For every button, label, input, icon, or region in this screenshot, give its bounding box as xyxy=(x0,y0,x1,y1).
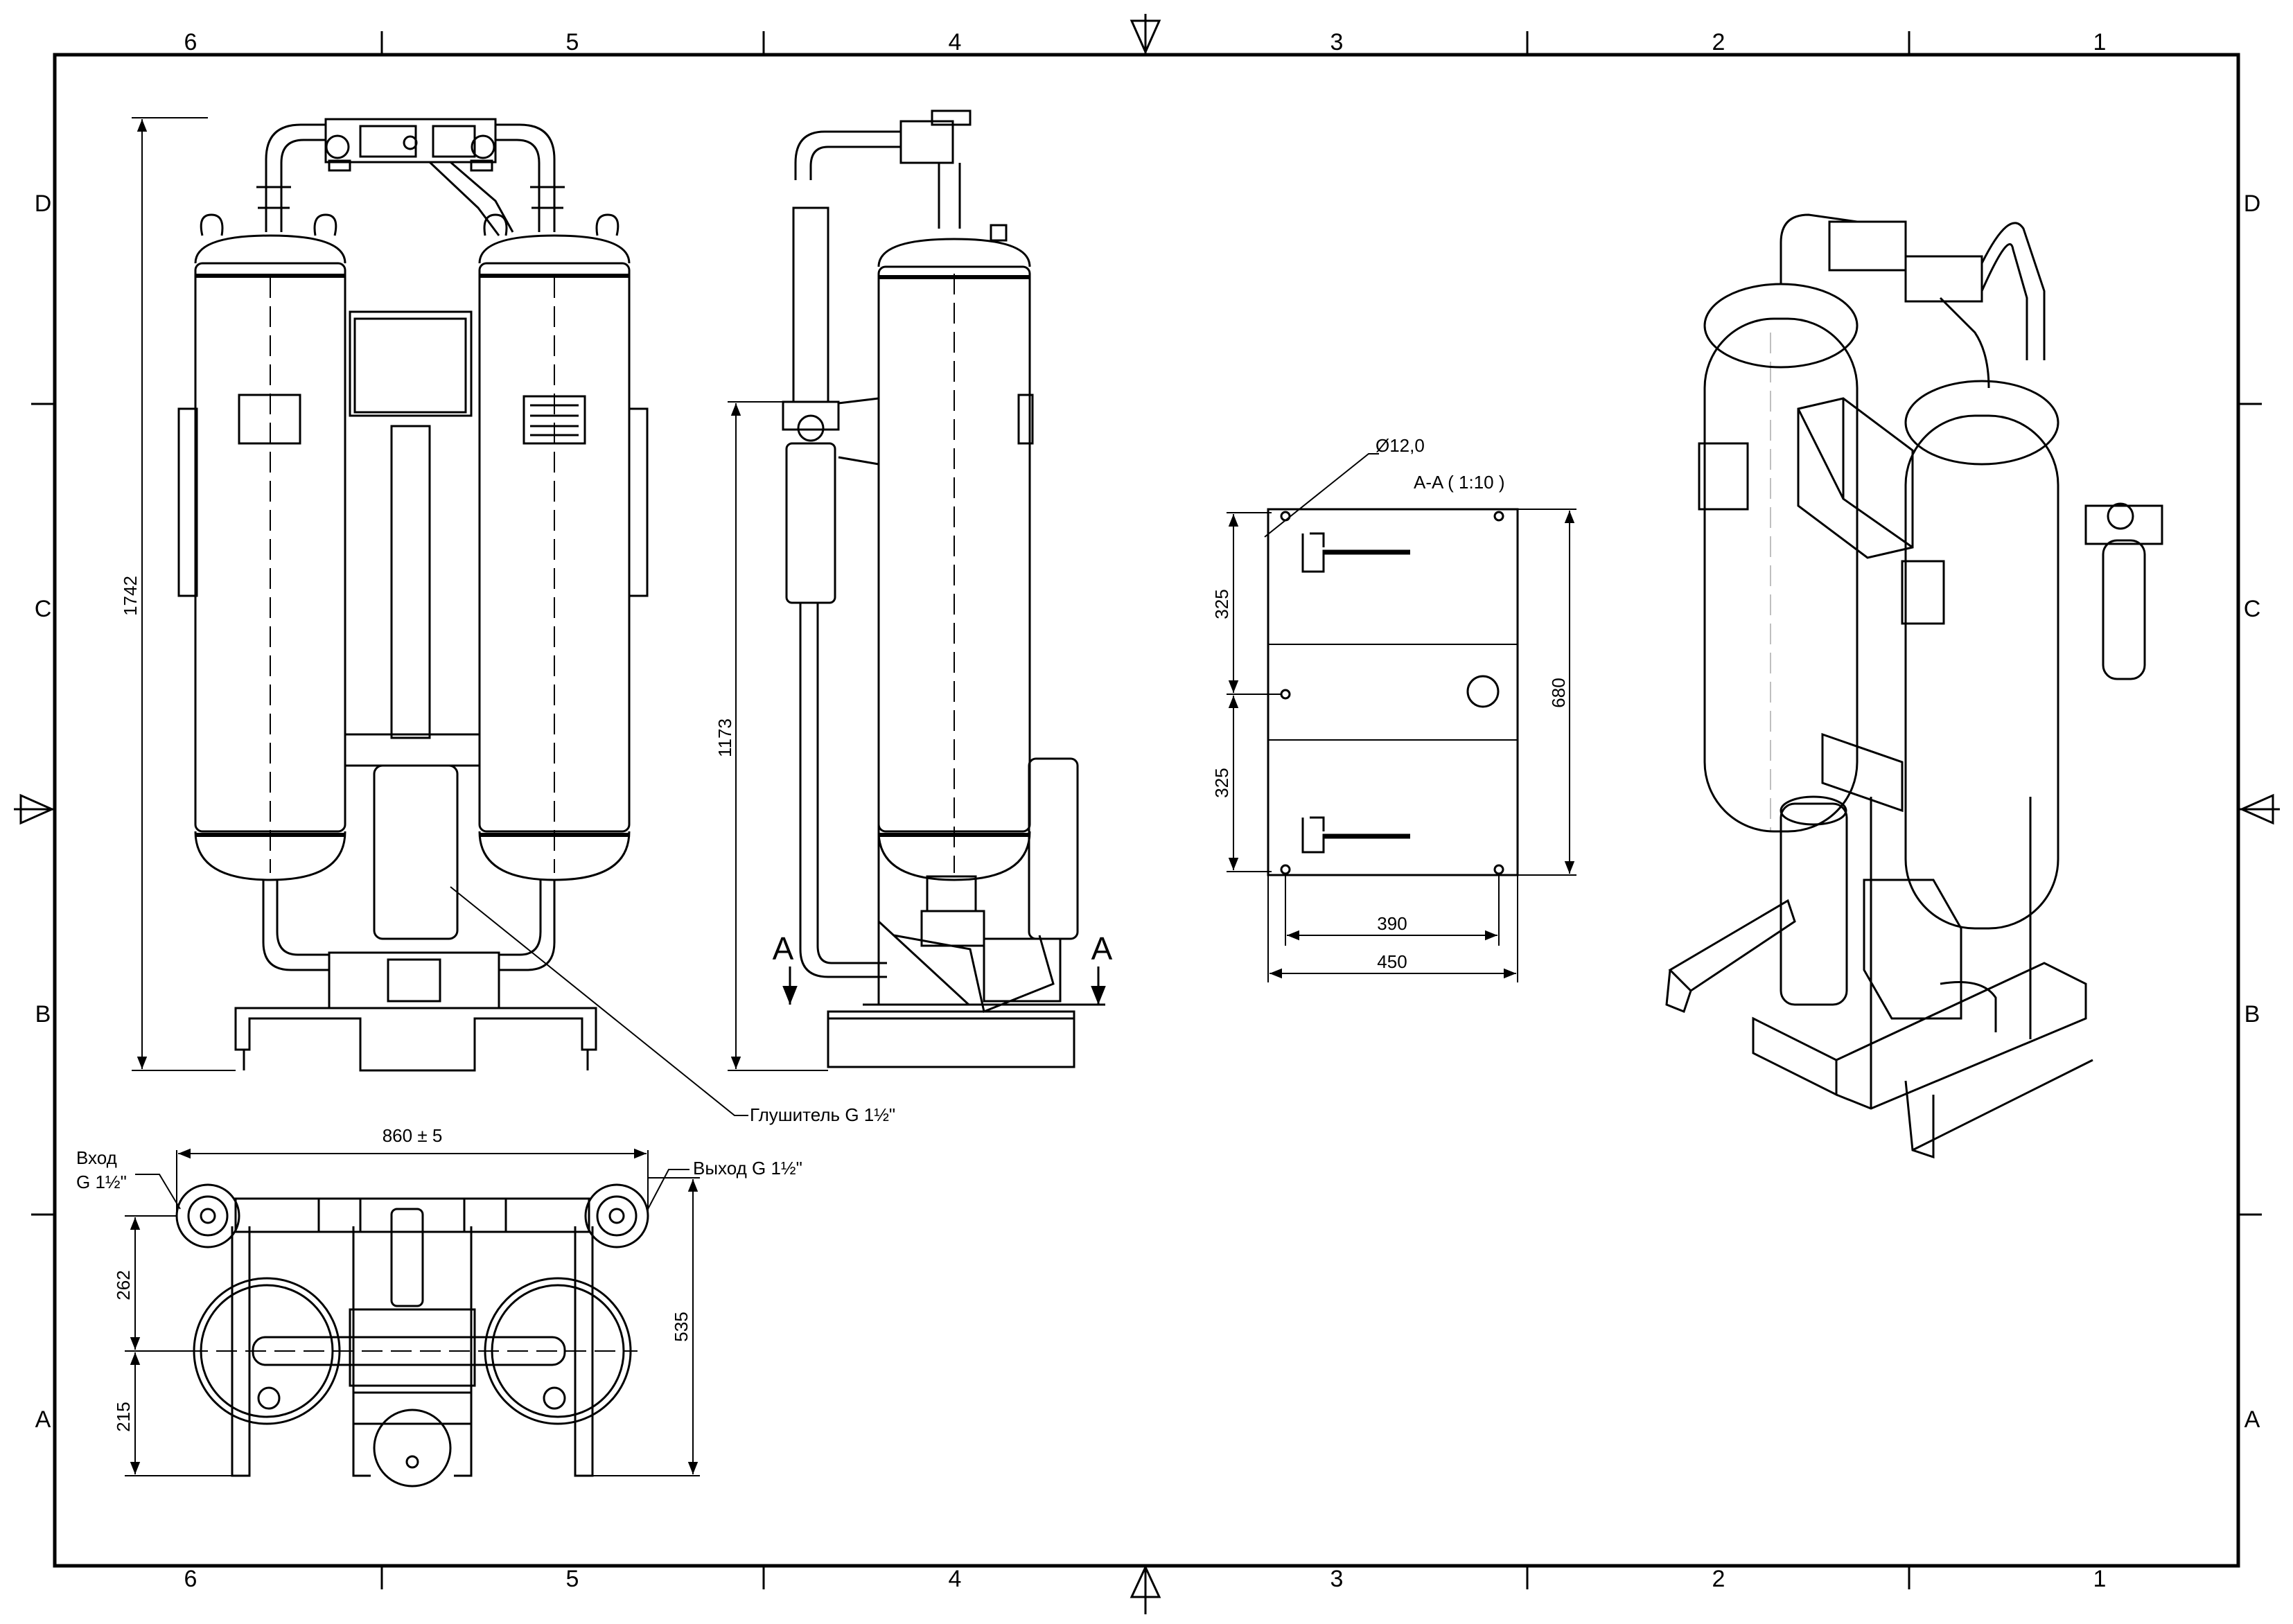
side-filter-pipe xyxy=(792,206,829,403)
inlet-label: Вход xyxy=(76,1147,117,1168)
top-muffler xyxy=(373,1409,452,1488)
top-center-block xyxy=(349,1308,476,1387)
zone-col-3-top: 3 xyxy=(1330,29,1344,55)
front-view xyxy=(132,117,748,1116)
zone-col-4-top: 4 xyxy=(949,29,962,55)
section-dim-inner-width: 390 xyxy=(1377,913,1407,934)
inlet-thread: G 1½" xyxy=(76,1172,127,1192)
zone-col-1-top: 1 xyxy=(2093,29,2107,55)
side-muffler xyxy=(1028,757,1079,940)
hole-dim: Ø12,0 xyxy=(1376,435,1425,456)
zone-col-6-bottom: 6 xyxy=(184,1566,197,1592)
zone-row-c-left: C xyxy=(35,596,52,622)
top-width-dim: 860 ± 5 xyxy=(383,1125,443,1146)
section-marker-right: A xyxy=(1091,930,1113,967)
side-view xyxy=(728,109,1106,1071)
iso-controller xyxy=(1797,397,1914,559)
iso-front-tank xyxy=(1904,414,2059,930)
zone-labels: 6 5 4 3 2 1 6 5 4 3 2 1 D C B A D C B A xyxy=(35,29,2261,1592)
section-dim-outer-width: 450 xyxy=(1377,951,1407,972)
muffler-label: Глушитель G 1½" xyxy=(750,1104,895,1125)
section-view xyxy=(1227,453,1576,982)
section-dim-total: 680 xyxy=(1548,678,1569,707)
drawing-frame xyxy=(14,14,2280,1614)
section-title: A-A ( 1:10 ) xyxy=(1414,472,1505,493)
zone-row-a-left: A xyxy=(35,1406,51,1433)
top-outlet-flange xyxy=(584,1183,649,1248)
zone-col-6-top: 6 xyxy=(184,29,197,55)
side-height-dim: 1173 xyxy=(714,718,735,757)
isometric-view xyxy=(1665,213,2163,1159)
outlet-label: Выход G 1½" xyxy=(693,1158,802,1179)
zone-col-2-top: 2 xyxy=(1712,29,1725,55)
bottom-valve-block xyxy=(328,951,500,1009)
top-valve-block xyxy=(324,118,497,164)
section-dim-lower: 325 xyxy=(1211,768,1232,797)
zone-row-c-right: C xyxy=(2244,596,2261,622)
zone-col-2-bottom: 2 xyxy=(1712,1566,1725,1592)
zone-row-b-right: B xyxy=(2244,1001,2260,1027)
zone-col-4-bottom: 4 xyxy=(949,1566,962,1592)
controller-box xyxy=(349,310,473,417)
front-muffler xyxy=(373,764,459,940)
section-marker-left: A xyxy=(773,930,794,967)
zone-col-3-bottom: 3 xyxy=(1330,1566,1344,1592)
side-base xyxy=(827,1010,1075,1068)
center-column xyxy=(390,425,431,739)
zone-row-a-right: A xyxy=(2244,1406,2260,1433)
side-filter-bowl xyxy=(785,442,836,604)
section-base-plate xyxy=(1267,508,1519,876)
top-view xyxy=(125,1148,700,1488)
side-filter-head xyxy=(782,400,840,431)
zone-row-b-left: B xyxy=(35,1001,51,1027)
zone-col-5-top: 5 xyxy=(566,29,579,55)
iso-back-tank xyxy=(1703,317,1859,833)
top-dim-215: 215 xyxy=(113,1402,134,1431)
zone-row-d-right: D xyxy=(2244,191,2261,217)
section-dim-upper: 325 xyxy=(1211,589,1232,619)
zone-col-1-bottom: 1 xyxy=(2093,1566,2107,1592)
top-dim-262: 262 xyxy=(113,1270,134,1300)
top-dim-535: 535 xyxy=(671,1312,692,1341)
top-inlet-flange xyxy=(175,1183,240,1248)
zone-row-d-left: D xyxy=(35,191,52,217)
side-top-valve xyxy=(899,120,954,164)
front-height-dim: 1742 xyxy=(120,576,141,616)
zone-col-5-bottom: 5 xyxy=(566,1566,579,1592)
